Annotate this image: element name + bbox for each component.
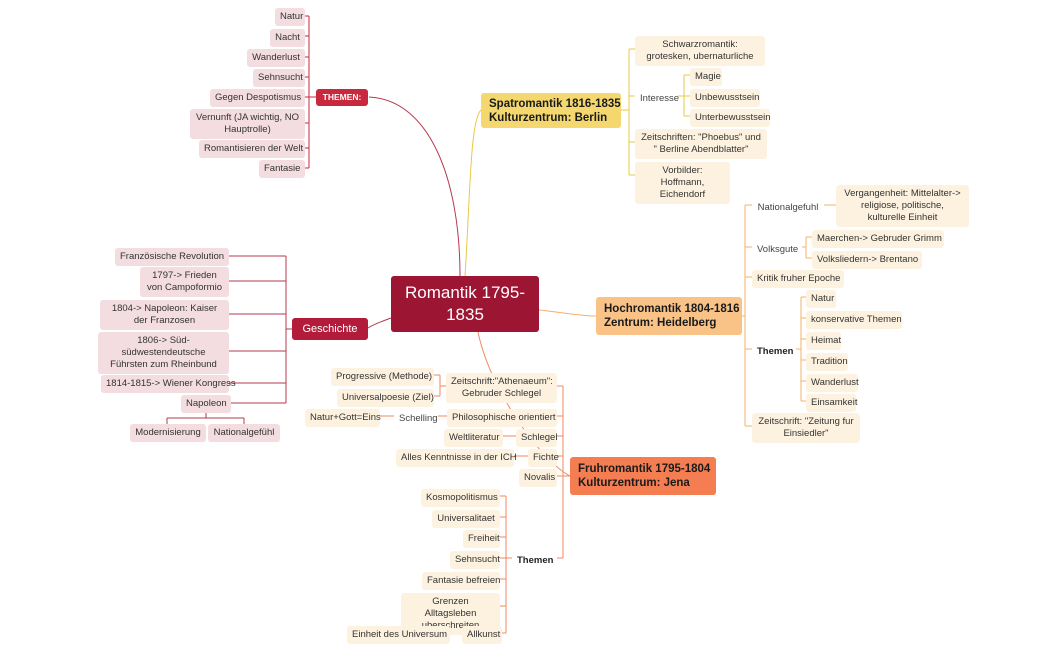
- hoch-volksgute[interactable]: Volksgute: [757, 244, 799, 255]
- hoch-themen[interactable]: Themen: [757, 346, 794, 357]
- topic-themen[interactable]: THEMEN:: [316, 89, 368, 106]
- themen-item-gegen-despotismus[interactable]: Gegen Despotismus: [210, 89, 305, 107]
- hoch-maerchen[interactable]: Maerchen-> Gebruder Grimm: [812, 230, 944, 248]
- fruh-schlegel[interactable]: Schlegel: [516, 429, 557, 447]
- fruh-themen-fantasie[interactable]: Fantasie befreien: [422, 572, 500, 590]
- napoleon-child-nationalgefuhl[interactable]: Nationalgefühl: [208, 424, 280, 442]
- hoch-volksliedern[interactable]: Volksliedern-> Brentano: [812, 251, 922, 269]
- hoch-themen-konservative[interactable]: konservative Themen: [806, 311, 902, 329]
- hoch-zeitschrift[interactable]: Zeitschrift: "Zeitung fur Einsiedler": [752, 413, 860, 443]
- fruhromantik-subtitle: Kulturzentrum: Jena: [578, 477, 690, 489]
- fruh-einheit[interactable]: Einheit des Universum: [347, 626, 450, 644]
- themen-item-natur[interactable]: Natur: [275, 8, 305, 26]
- hoch-themen-einsamkeit[interactable]: Einsamkeit: [806, 394, 857, 412]
- hoch-themen-tradition[interactable]: Tradition: [806, 353, 848, 371]
- geschichte-title: Geschichte: [302, 323, 358, 335]
- themen-item-fantasie[interactable]: Fantasie: [259, 160, 305, 178]
- spat-schwarzromantik[interactable]: Schwarzromantik: grotesken, ubernaturlic…: [635, 36, 765, 66]
- themen-item-wanderlust[interactable]: Wanderlust: [247, 49, 305, 67]
- hoch-kritik[interactable]: Kritik fruher Epoche: [752, 270, 844, 288]
- themen-item-sehnsucht[interactable]: Sehnsucht: [253, 69, 305, 87]
- themen-item-vernunft[interactable]: Vernunft (JA wichtig, NO Hauptrolle): [190, 109, 305, 139]
- fruh-themen[interactable]: Themen: [517, 555, 554, 566]
- fruh-allkunst[interactable]: Allkunst: [462, 626, 502, 644]
- geschichte-item-revolution[interactable]: Französische Revolution: [115, 248, 229, 266]
- fruh-themen-sehnsucht[interactable]: Sehnsucht: [450, 551, 500, 569]
- geschichte-item-kaiser[interactable]: 1804-> Napoleon: Kaiser der Franzosen: [100, 300, 229, 330]
- fruh-weltliteratur[interactable]: Weltliteratur: [444, 429, 503, 447]
- hoch-themen-heimat[interactable]: Heimat: [806, 332, 841, 350]
- spat-interesse-magie[interactable]: Magie: [690, 68, 722, 86]
- spat-interesse-unbewusstsein[interactable]: Unbewusstsein: [690, 89, 760, 107]
- fruh-natur-gott[interactable]: Natur+Gott=Eins: [305, 409, 381, 427]
- fruh-novalis[interactable]: Novalis: [519, 469, 557, 487]
- themen-item-romantisieren[interactable]: Romantisieren der Welt: [199, 140, 305, 158]
- hochromantik-subtitle: Zentrum: Heidelberg: [604, 317, 717, 329]
- topic-spatromantik[interactable]: Spatromantik 1816-1835 Kulturzentrum: Be…: [481, 93, 621, 128]
- spat-vorbilder[interactable]: Vorbilder: Hoffmann, Eichendorf: [635, 162, 730, 204]
- geschichte-item-rheinbund[interactable]: 1806-> Süd-südwestendeutsche Führsten zu…: [98, 332, 229, 374]
- themen-title: THEMEN:: [322, 92, 362, 102]
- fruh-kenntnisse[interactable]: Alles Kenntnisse in der ICH: [396, 449, 517, 467]
- spat-zeitschriften[interactable]: Zeitschriften: "Phoebus" und " Berline A…: [635, 129, 767, 159]
- hoch-vergangenheit[interactable]: Vergangenheit: Mittelalter-> religiose, …: [836, 185, 969, 227]
- fruh-progressive[interactable]: Progressive (Methode): [331, 368, 434, 386]
- themen-item-nacht[interactable]: Nacht: [270, 29, 305, 47]
- geschichte-item-napoleon[interactable]: Napoleon: [181, 395, 231, 413]
- hoch-nationalgefuhl[interactable]: Nationalgefuhl: [757, 202, 819, 213]
- geschichte-item-wiener-kongress[interactable]: 1814-1815-> Wiener Kongress: [101, 375, 236, 393]
- fruh-schelling[interactable]: Schelling: [399, 413, 438, 424]
- hoch-themen-natur[interactable]: Natur: [806, 290, 836, 308]
- hoch-themen-wanderlust[interactable]: Wanderlust: [806, 374, 859, 392]
- topic-hochromantik[interactable]: Hochromantik 1804-1816 Zentrum: Heidelbe…: [596, 297, 742, 335]
- fruh-athenaeum[interactable]: Zeitschrift:"Athenaeum": Gebruder Schleg…: [446, 373, 557, 403]
- fruh-themen-kosmopolitismus[interactable]: Kosmopolitismus: [421, 489, 500, 507]
- fruh-fichte[interactable]: Fichte: [528, 449, 559, 467]
- fruh-philosophische[interactable]: Philosophische orientiert: [447, 409, 557, 427]
- topic-fruhromantik[interactable]: Fruhromantik 1795-1804 Kulturzentrum: Je…: [570, 457, 716, 495]
- central-topic[interactable]: Romantik 1795-1835: [391, 276, 539, 332]
- fruh-universalpoesie[interactable]: Universalpoesie (Ziel): [337, 389, 434, 407]
- fruh-themen-freiheit[interactable]: Freiheit: [463, 530, 500, 548]
- geschichte-item-campoformio[interactable]: 1797-> Frieden von Campoformio: [140, 267, 229, 297]
- spat-interesse-unterbewusstsein[interactable]: Unterbewusstsein: [690, 109, 771, 127]
- spatromantik-subtitle: Kulturzentrum: Berlin: [489, 112, 608, 124]
- napoleon-child-modernisierung[interactable]: Modernisierung: [130, 424, 206, 442]
- fruh-themen-universalitaet[interactable]: Universalitaet: [432, 510, 500, 528]
- hochromantik-title: Hochromantik 1804-1816: [604, 303, 740, 315]
- topic-geschichte[interactable]: Geschichte: [292, 318, 368, 340]
- spatromantik-title: Spatromantik 1816-1835: [489, 98, 621, 110]
- central-topic-label: Romantik 1795-1835: [404, 283, 525, 324]
- fruhromantik-title: Fruhromantik 1795-1804: [578, 463, 711, 475]
- spat-interesse[interactable]: Interesse: [640, 93, 680, 104]
